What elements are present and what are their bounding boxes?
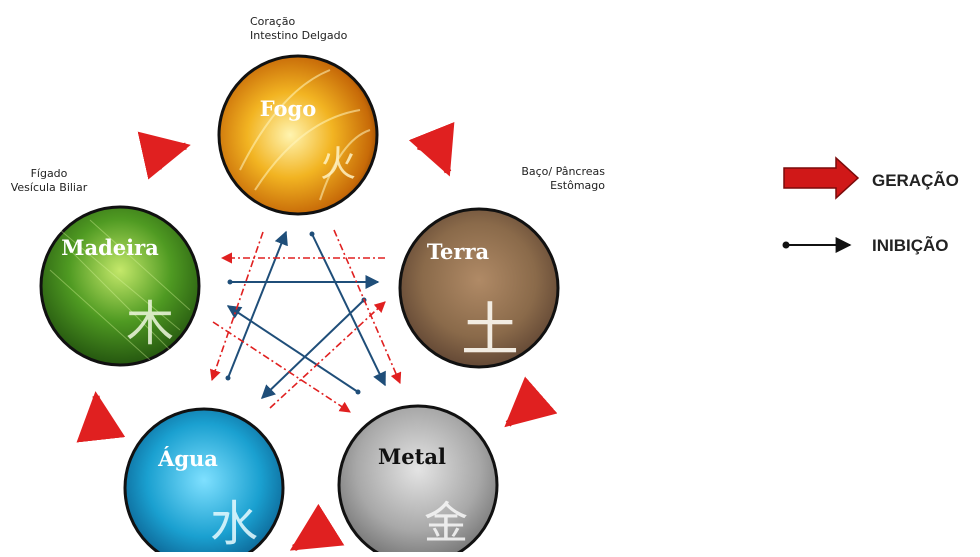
madeira-organs: Fígado Vesícula Biliar <box>4 167 94 195</box>
madeira-circle <box>39 205 201 367</box>
madeira-organ-1: Fígado <box>30 167 68 180</box>
inhibition-arrows <box>225 230 386 399</box>
agua-circle <box>123 407 285 557</box>
fogo-organ-2: Intestino Delgado <box>250 29 348 42</box>
element-madeira: Madeira 木 <box>39 205 201 367</box>
terra-organs: Baço/ Pâncreas Estômago <box>497 165 605 193</box>
element-fogo: Fogo 火 <box>217 54 379 216</box>
agua-label: Água <box>157 446 218 471</box>
madeira-organ-2: Vesícula Biliar <box>10 181 88 194</box>
element-metal: Metal 金 <box>337 404 499 557</box>
legend: GERAÇÃO INIBIÇÃO <box>782 156 959 255</box>
metal-circle <box>337 404 499 557</box>
fogo-glyph: 火 <box>320 144 356 185</box>
fogo-label: Fogo <box>260 96 316 121</box>
generation-legend-label: GERAÇÃO <box>872 170 959 190</box>
madeira-label: Madeira <box>61 235 159 260</box>
generation-arrows <box>76 121 558 552</box>
fogo-circle <box>217 54 379 216</box>
element-agua: Água 水 <box>123 407 285 557</box>
inhibition-legend-label: INIBIÇÃO <box>872 235 949 255</box>
dashed-arrows <box>209 229 402 413</box>
madeira-glyph: 木 <box>126 296 174 352</box>
terra-organ-1: Baço/ Pâncreas <box>521 165 605 178</box>
fogo-organ-1: Coração <box>250 15 296 28</box>
generation-legend-icon <box>783 156 860 200</box>
terra-label: Terra <box>427 239 490 264</box>
terra-circle <box>398 207 560 369</box>
terra-organ-2: Estômago <box>550 179 605 192</box>
agua-glyph: 水 <box>210 496 258 552</box>
terra-glyph: 土 <box>461 296 519 364</box>
element-terra: Terra 土 <box>398 207 560 369</box>
metal-glyph: 金 <box>424 498 468 549</box>
metal-label: Metal <box>378 444 446 469</box>
fogo-organs: Coração Intestino Delgado <box>250 15 347 43</box>
